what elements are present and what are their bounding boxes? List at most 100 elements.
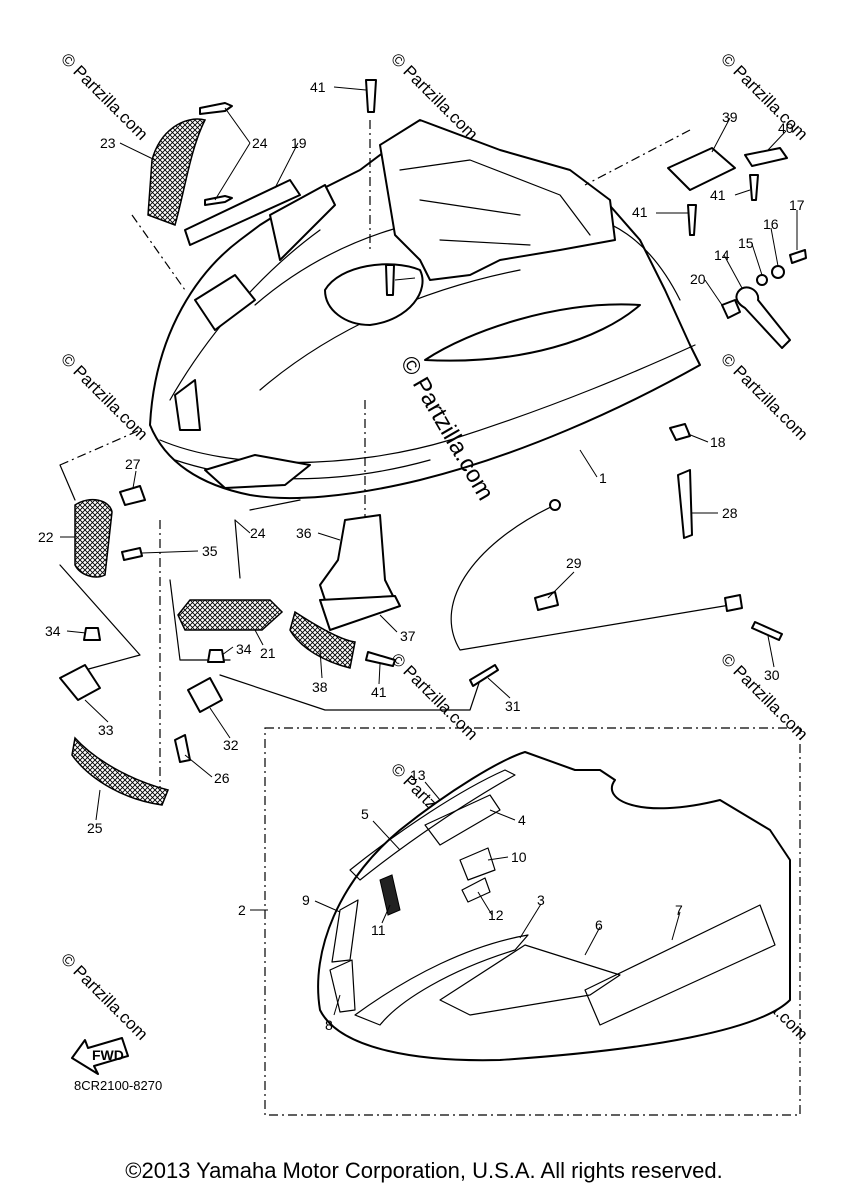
decal-10 [459, 847, 496, 881]
watermark: © Partzilla.com [717, 49, 811, 143]
callout-11: 11 [371, 922, 386, 938]
watermark: © Partzilla.com [387, 649, 481, 743]
callout-24: 24 [252, 135, 268, 151]
grille-21 [177, 599, 284, 631]
nut-34-left [83, 627, 101, 641]
cable-end [549, 499, 561, 511]
callout-41: 41 [710, 187, 726, 203]
callout-33: 33 [98, 722, 114, 738]
decal-set [264, 727, 801, 1116]
callout-13: 13 [410, 767, 426, 783]
callout-9: 9 [302, 892, 310, 908]
emblem-11 [379, 874, 401, 916]
hood-frame [379, 119, 616, 281]
callout-28: 28 [722, 505, 738, 521]
screw-17 [789, 249, 807, 264]
rivet-41-right [749, 174, 759, 201]
callout-41: 41 [371, 684, 387, 700]
rivet-41-bottom [365, 651, 396, 667]
callout-25: 25 [87, 820, 103, 836]
callout-18: 18 [710, 434, 726, 450]
hood-assembly [149, 119, 701, 500]
callout-35: 35 [202, 543, 218, 559]
callout-38: 38 [312, 679, 328, 695]
callout-1: 1 [599, 470, 607, 486]
callout-19: 19 [291, 135, 307, 151]
callout-12: 12 [488, 907, 504, 923]
rivet-41-top [365, 79, 377, 113]
callout-37: 37 [400, 628, 416, 644]
decal-set-box [264, 727, 801, 1116]
callout-16: 16 [763, 216, 779, 232]
hood-stripe [174, 459, 431, 480]
callout-41: 41 [632, 204, 648, 220]
rivet-24b [204, 195, 233, 206]
callout-26: 26 [214, 770, 230, 786]
callout-leaders [60, 86, 798, 1016]
callout-numbers: 41 23 24 19 39 40 41 17 16 15 14 41 20 1… [38, 79, 805, 1033]
decal-13 [349, 769, 516, 881]
watermark: © Partzilla.com [717, 349, 811, 443]
callout-4: 4 [518, 812, 526, 828]
decal-4 [424, 794, 501, 846]
callout-34: 34 [45, 623, 61, 639]
rivet-26 [174, 734, 191, 763]
callout-24: 24 [250, 525, 266, 541]
plate-37 [319, 595, 401, 631]
callout-3: 3 [537, 892, 545, 908]
grille-25 [71, 736, 170, 806]
collar-15 [756, 274, 768, 286]
bracket-32 [187, 677, 223, 713]
nut-34-mid [207, 649, 225, 663]
decal-3 [354, 934, 529, 1026]
hood-edge [159, 344, 696, 464]
watermark: © Partzilla.com [57, 349, 151, 443]
fwd-arrow: FWD [71, 1037, 129, 1075]
callout-14: 14 [714, 247, 730, 263]
callout-21: 21 [260, 645, 276, 661]
grille-23 [147, 118, 207, 226]
grille-22 [74, 498, 113, 578]
grommet-20 [721, 299, 741, 319]
decal-19 [184, 179, 301, 246]
grommet-18 [669, 423, 691, 441]
callout-27: 27 [125, 456, 141, 472]
callout-34: 34 [236, 641, 252, 657]
callout-15: 15 [738, 235, 754, 251]
bracket-40 [744, 147, 788, 167]
hood-frame-inner [399, 159, 591, 246]
cable-loop [450, 504, 731, 651]
copyright-notice: ©2013 Yamaha Motor Corporation, U.S.A. A… [125, 1158, 723, 1183]
rivet-41-mid [385, 264, 395, 296]
watermark: © Partzilla.com [717, 649, 811, 743]
callout-36: 36 [296, 525, 312, 541]
cable-assembly [450, 499, 783, 687]
decal-12 [461, 877, 491, 903]
drawing-code: 8CR2100-8270 [74, 1078, 162, 1093]
hood-vent-left [194, 274, 256, 331]
rivet-41-left [687, 204, 697, 236]
washer-16 [771, 265, 785, 279]
callout-17: 17 [789, 197, 805, 213]
watermark: © Partzilla.com [57, 949, 151, 1043]
callout-10: 10 [511, 849, 527, 865]
plate-39 [667, 147, 736, 191]
hood-side-vent [269, 184, 336, 261]
callout-7: 7 [675, 902, 683, 918]
callout-30: 30 [764, 667, 780, 683]
decal-7 [584, 904, 776, 1026]
hood-vent-lower [174, 379, 201, 431]
spring-31 [469, 664, 499, 687]
hood-vent-right [424, 303, 641, 362]
hardware-parts [59, 79, 807, 806]
clip-27 [119, 485, 146, 506]
callout-8: 8 [325, 1017, 333, 1033]
decal-8 [329, 959, 356, 1013]
callout-40: 40 [778, 120, 794, 136]
rivet-24a [199, 102, 233, 115]
decal-9 [331, 899, 359, 963]
callout-39: 39 [722, 109, 738, 125]
fwd-arrow-shape [71, 1037, 129, 1075]
callout-5: 5 [361, 806, 369, 822]
